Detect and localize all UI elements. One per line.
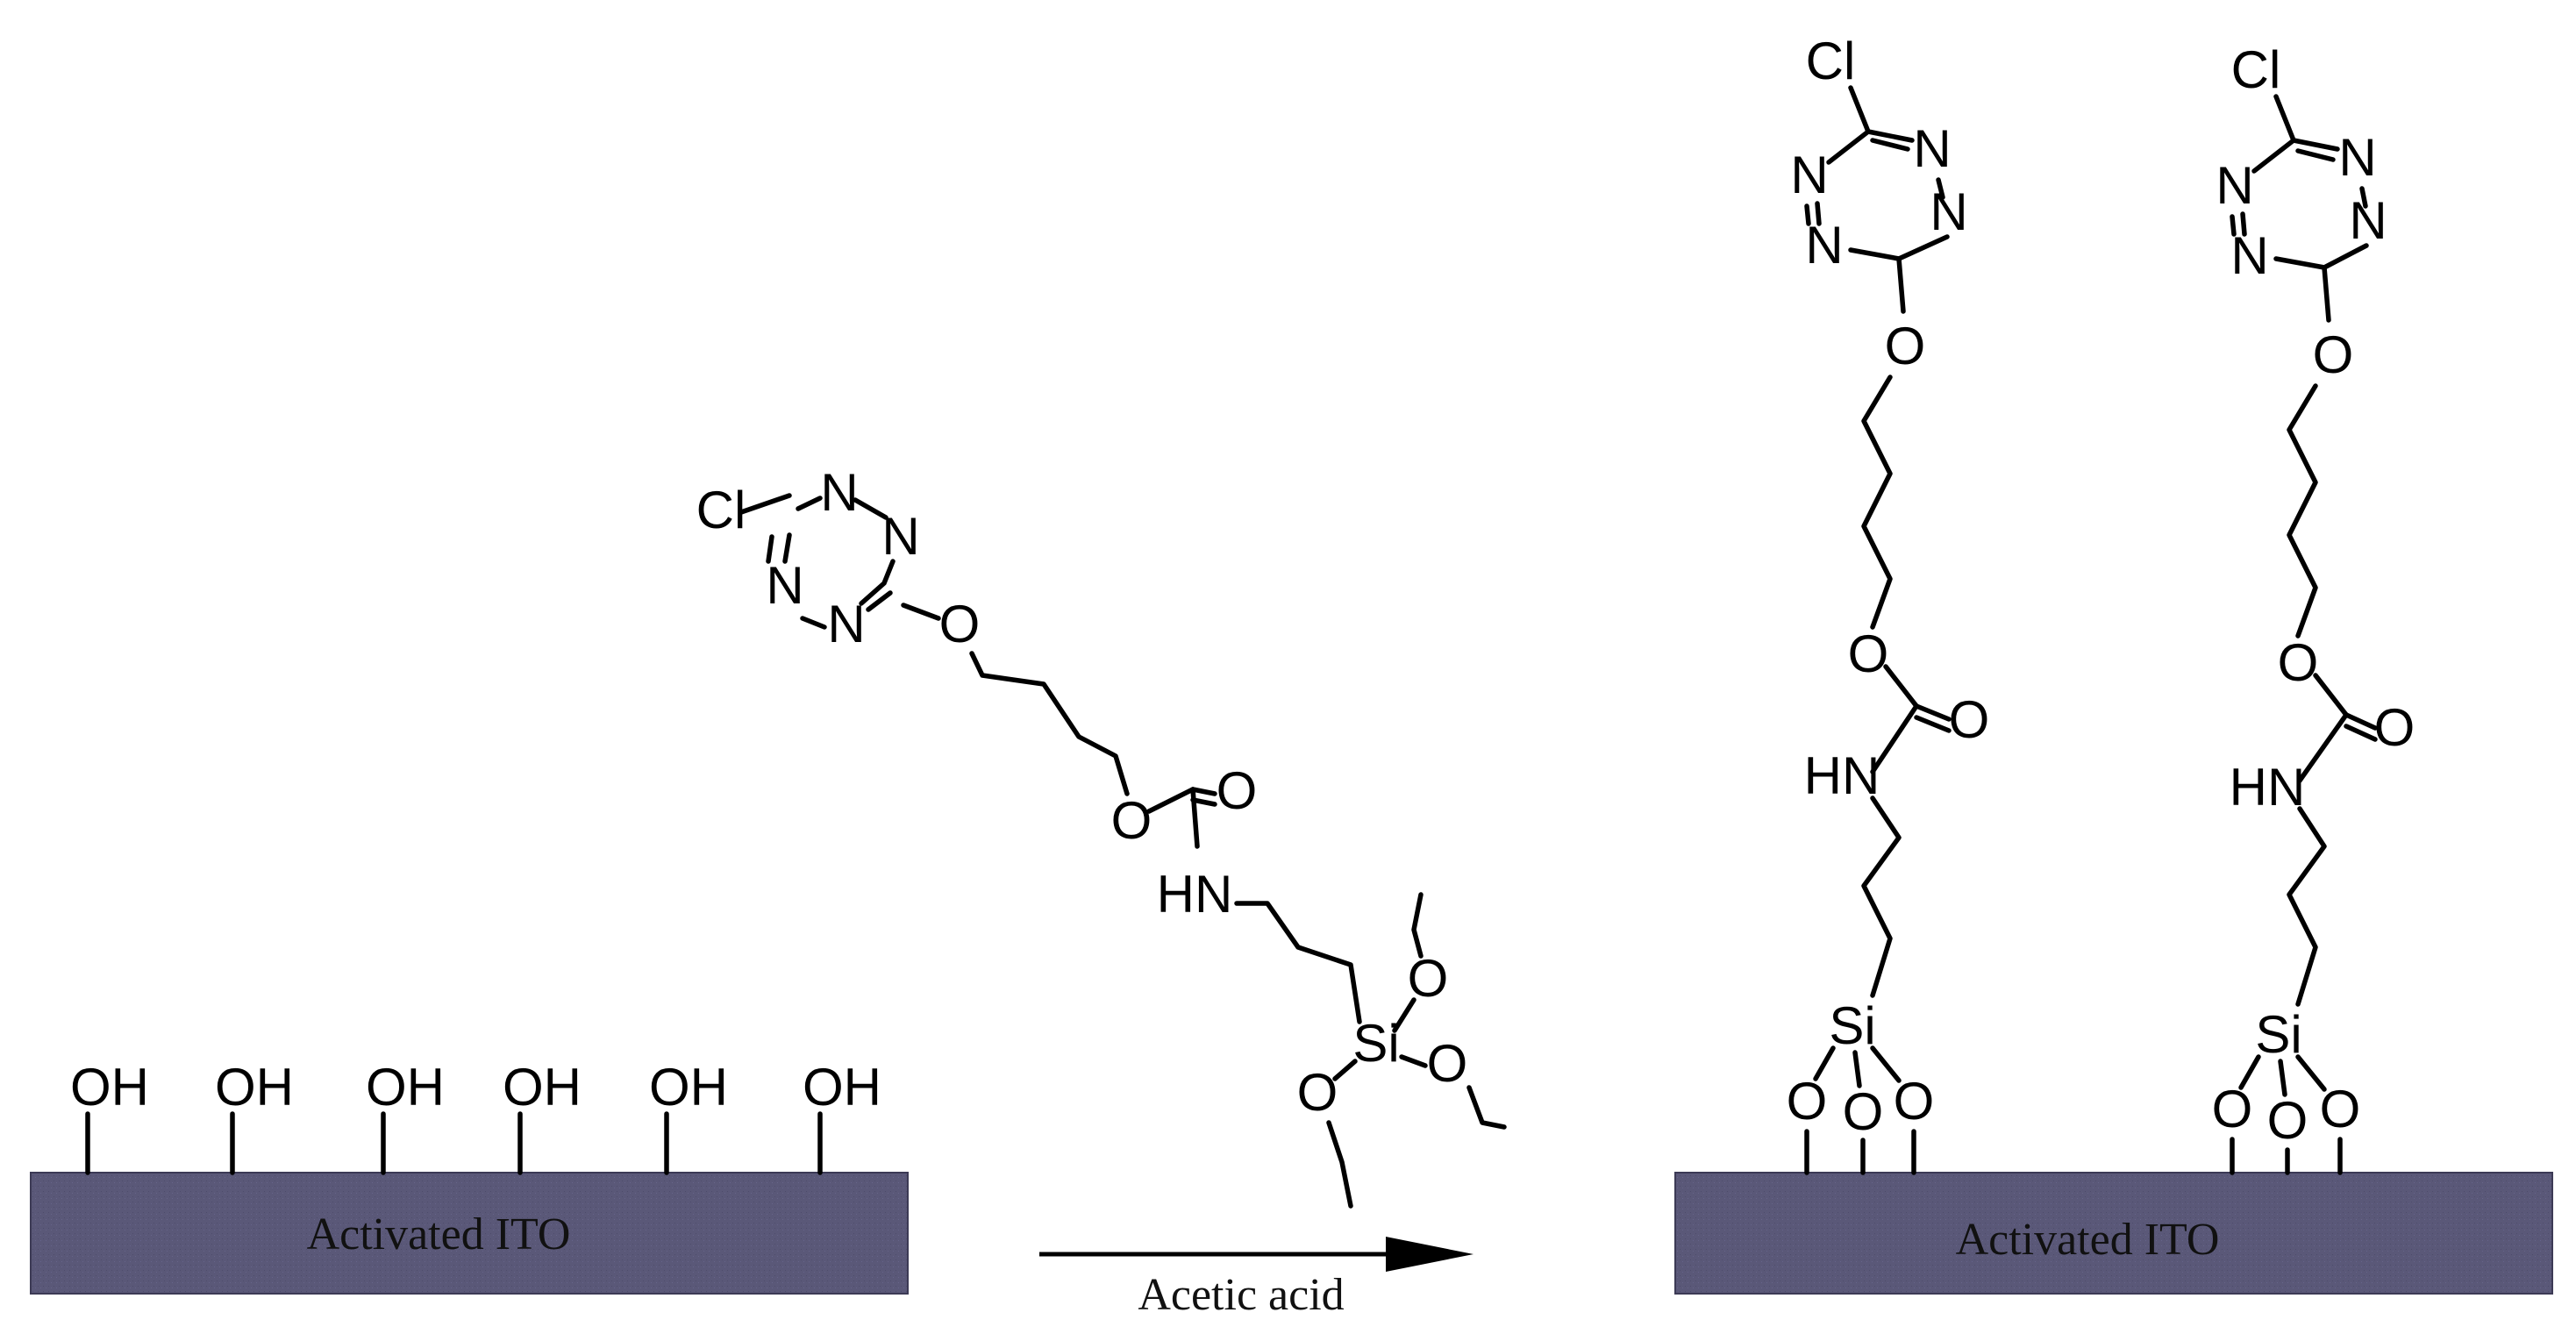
oh-label: OH <box>649 1058 728 1116</box>
atom-o: O <box>1848 624 1889 683</box>
atom-hn: HN <box>1157 865 1233 924</box>
atom-n: N <box>1930 182 1967 241</box>
left-substrate: Activated ITO <box>30 1172 909 1295</box>
atom-o: O <box>1427 1034 1468 1093</box>
hydroxyl-group: OH <box>366 1058 445 1175</box>
reaction-arrow: Acetic acid <box>1039 1237 1474 1320</box>
atom-hn: HN <box>2230 758 2306 817</box>
atom-n: N <box>827 595 865 653</box>
atom-n: N <box>1913 119 1951 178</box>
hydroxyl-group: OH <box>803 1058 881 1175</box>
oh-label: OH <box>503 1058 582 1116</box>
atom-hn: HN <box>1804 746 1880 805</box>
atom-o: O <box>1787 1072 1828 1131</box>
atom-o: O <box>1885 317 1926 375</box>
atom-n: N <box>2230 226 2268 285</box>
atom-o: O <box>939 595 981 653</box>
ito-label-right: Activated ITO <box>1956 1215 2220 1265</box>
reagent-label: Acetic acid <box>1138 1270 1344 1320</box>
ito-label-left: Activated ITO <box>307 1209 571 1259</box>
hydroxyl-groups: OH OH OH OH OH OH <box>70 1058 881 1175</box>
atom-o: O <box>1843 1082 1884 1141</box>
atom-cl: Cl <box>696 481 746 539</box>
atom-n: N <box>820 463 858 522</box>
atom-o: O <box>2212 1080 2253 1138</box>
hydroxyl-group: OH <box>215 1058 294 1175</box>
atom-o: O <box>1297 1063 1338 1122</box>
atom-n: N <box>2338 128 2376 187</box>
hydroxyl-group: OH <box>503 1058 582 1175</box>
atom-o: O <box>2267 1091 2308 1150</box>
atom-o: O <box>1217 761 1258 820</box>
grafted-molecule: Cl N N N N O O O HN Si O O O <box>2212 40 2415 1175</box>
ito-slab-right <box>1674 1172 2553 1295</box>
atom-n: N <box>1805 216 1843 275</box>
grafted-molecule: Cl N N N N O O O HN Si O O O <box>1787 32 1990 1175</box>
atom-si: Si <box>2255 1005 2301 1064</box>
atom-o: O <box>2278 633 2319 692</box>
atom-n: N <box>766 556 803 615</box>
atom-cl: Cl <box>1806 32 1856 90</box>
hydroxyl-group: OH <box>649 1058 728 1175</box>
arrowhead-icon <box>1386 1237 1474 1272</box>
oh-label: OH <box>366 1058 445 1116</box>
silane-tetrazine-molecule: Cl N N N N O O O HN Si O O O <box>696 463 1507 1209</box>
atom-cl: Cl <box>2231 40 2281 99</box>
ito-slab-left <box>30 1172 909 1295</box>
atom-o: O <box>1949 690 1990 749</box>
oh-label: OH <box>215 1058 294 1116</box>
right-substrate: Activated ITO <box>1674 1172 2553 1295</box>
atom-o: O <box>2313 325 2354 384</box>
hydroxyl-group: OH <box>70 1058 149 1175</box>
atom-n: N <box>2349 191 2387 250</box>
atom-o: O <box>1111 791 1152 850</box>
atom-o: O <box>2374 698 2415 757</box>
atom-n: N <box>2216 156 2253 215</box>
atom-si: Si <box>1829 996 1875 1055</box>
oh-label: OH <box>803 1058 881 1116</box>
atom-n: N <box>1790 146 1828 204</box>
oh-label: OH <box>70 1058 149 1116</box>
